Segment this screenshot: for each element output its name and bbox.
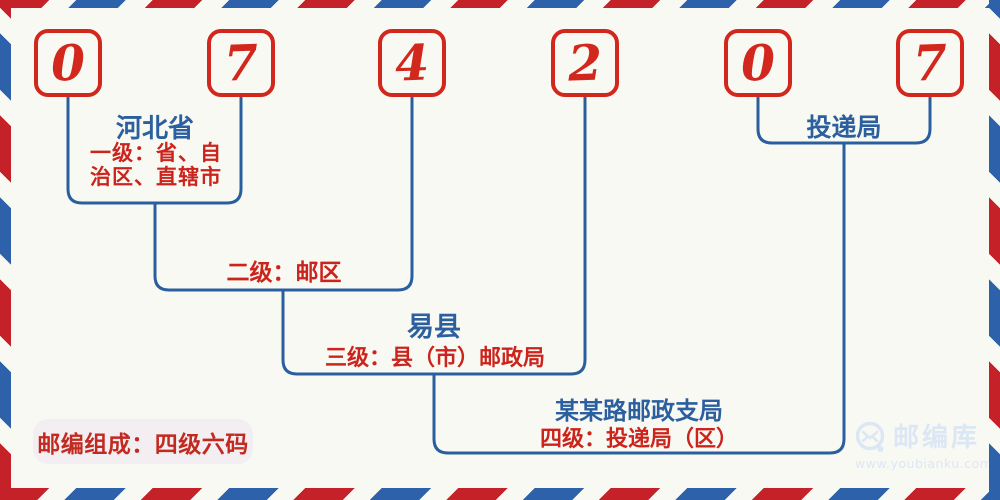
delivery-office-label: 投递局 [806,113,882,142]
digit-2: 7 [222,32,260,93]
level3-region-label: 易县 [407,312,461,343]
digit-box-2: 7 [207,29,275,97]
digit-1: 0 [49,32,87,93]
level4-description-label: 四级：投递局（区） [539,427,738,452]
level3-description-label: 三级：县（市）邮政局 [324,346,545,371]
composition-note-text: 邮编组成：四级六码 [37,431,249,458]
digit-box-1: 0 [34,29,102,97]
envelope-magnifier-icon [855,421,885,452]
digit-3: 4 [393,32,431,93]
digit-box-5: 0 [724,29,792,97]
digit-box-4: 2 [551,29,619,97]
digit-4: 2 [566,32,604,93]
brand-url-link[interactable]: www.youbianku.com [855,456,993,471]
level1-description-label: 一级：省、自治区、直辖市 [90,141,222,189]
brand-name: 邮编库 [893,423,981,453]
youbianku-watermark: 邮编库 www.youbianku.com [855,421,993,471]
level1-region-label: 河北省 [115,114,194,144]
digit-5: 0 [739,32,777,93]
digit-box-3: 4 [378,29,446,97]
level4-region-label: 某某路邮政支局 [555,397,723,425]
digit-box-6: 7 [896,29,964,97]
level2-description-label: 二级：邮区 [226,260,342,286]
composition-note-pill: 邮编组成：四级六码 [33,419,253,464]
digit-6: 7 [911,32,949,93]
